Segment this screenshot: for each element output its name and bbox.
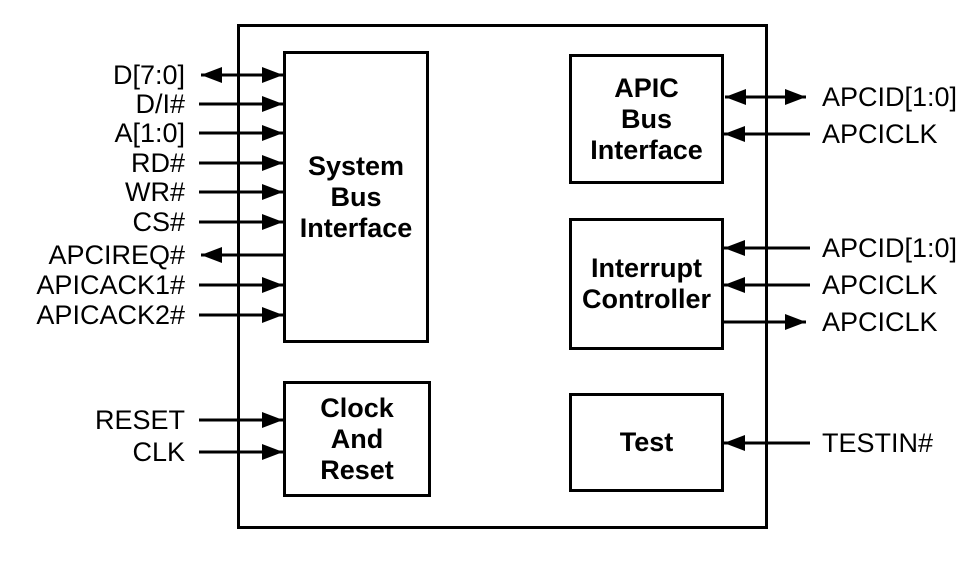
chip-outline (237, 24, 768, 529)
signal-label-testin: TESTIN# (822, 428, 934, 458)
signal-label-apcid10-top: APCID[1:0] (822, 82, 958, 112)
signal-label-d70: D[7:0] (112, 60, 185, 90)
block-clock-and-reset: Clock And Reset (283, 381, 431, 497)
signal-label-apciclk-mid: APCICLK (822, 270, 938, 300)
block-apic-bus-interface: APIC Bus Interface (569, 54, 724, 184)
signal-label-apicack1: APICACK1# (36, 270, 185, 300)
signal-label-apcireq: APCIREQ# (48, 240, 185, 270)
block-system-bus-interface: System Bus Interface (283, 51, 429, 343)
signal-label-reset: RESET (94, 405, 185, 435)
block-test: Test (569, 393, 724, 492)
signal-label-apciclk-top: APCICLK (822, 119, 938, 149)
signal-label-apciclk-out: APCICLK (822, 307, 938, 337)
signal-label-wr: WR# (125, 177, 185, 207)
signal-label-cs: CS# (132, 207, 185, 237)
block-interrupt-controller: Interrupt Controller (569, 218, 724, 350)
signal-label-rd: RD# (130, 148, 185, 178)
signal-label-di: D/I# (135, 89, 185, 119)
signal-label-apicack2: APICACK2# (36, 300, 185, 330)
signal-label-clk: CLK (132, 437, 185, 467)
signal-label-apcid10-mid: APCID[1:0] (822, 233, 958, 263)
signal-label-a10: A[1:0] (114, 118, 185, 148)
